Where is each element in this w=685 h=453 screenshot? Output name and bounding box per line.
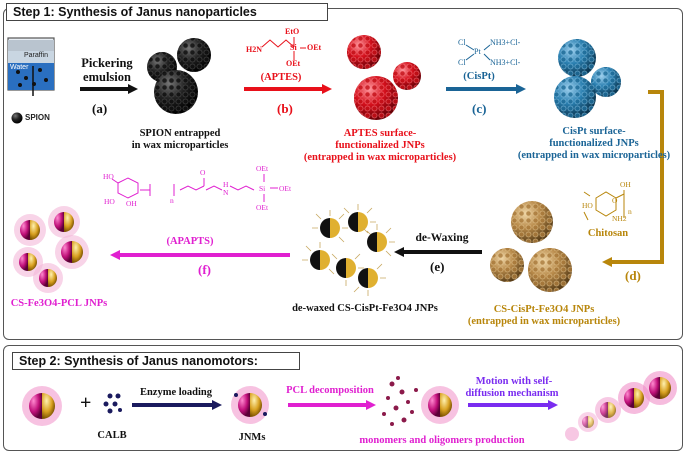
apapts-n-sub: n xyxy=(170,196,174,205)
step1-panel xyxy=(3,8,683,340)
spion-wax-particles xyxy=(147,38,211,114)
arrow-e xyxy=(394,247,482,257)
caption-aptes-2: functionalized JNPs xyxy=(335,140,425,151)
caption-pcl: CS-Fe3O4-PCL JNPs xyxy=(10,298,108,309)
step2-jnm xyxy=(231,386,269,424)
arrow-c xyxy=(446,84,526,94)
caption-dewaxed: de-waxed CS-CisPt-Fe3O4 JNPs xyxy=(292,303,438,314)
chitosan-oh1: OH xyxy=(620,180,631,189)
spion-label: SPION xyxy=(25,113,50,122)
apapts-oet3: OEt xyxy=(256,203,269,212)
arrow-d xyxy=(602,90,664,267)
arrow-motion xyxy=(468,400,558,410)
cispt-cl1: Cl xyxy=(458,38,466,47)
chitosan-n: n xyxy=(628,207,632,216)
cispt-cl2: Cl xyxy=(458,58,466,67)
aptes-h2n: H2N xyxy=(246,45,262,54)
spion-dot xyxy=(11,112,23,124)
chitosan-o: O xyxy=(612,196,618,205)
jnms-label: JNMs xyxy=(238,432,266,443)
cispt-nh3-2: NH3+Cl- xyxy=(490,58,521,67)
cispt-label: (CisPt) xyxy=(463,71,495,82)
step-b-label: (b) xyxy=(277,101,293,116)
chitosan-structure xyxy=(583,190,625,221)
cs-cispt-particles xyxy=(490,201,572,292)
step2-jnp-start xyxy=(22,386,62,426)
caption-spion-wax-2: in wax microparticles xyxy=(131,140,229,151)
aptes-eto: EtO xyxy=(285,27,300,36)
apapts-oh: OH xyxy=(126,199,137,208)
step-a-label: (a) xyxy=(92,101,108,116)
monomers-label: monomers and oligomers production xyxy=(359,435,525,446)
step2-title: Step 2: Synthesis of Janus nanomotors: xyxy=(12,352,300,370)
beaker xyxy=(7,37,55,124)
caption-cs-cispt-1: CS-CisPt-Fe3O4 JNPs xyxy=(493,304,595,315)
cispt-particles xyxy=(554,39,621,118)
arrow-enzyme xyxy=(132,400,222,410)
apapts-n: N xyxy=(223,188,229,197)
step-c-label: (c) xyxy=(472,101,487,116)
caption-cispt-3: (entrapped in wax microparticles) xyxy=(517,150,671,161)
aptes-si: Si xyxy=(290,43,297,52)
cispt-pt: Pt xyxy=(474,47,481,56)
motion-trail xyxy=(565,371,677,441)
caption-aptes-3: (entrapped in wax microparticles) xyxy=(303,152,457,163)
cispt-structure xyxy=(465,44,491,61)
caption-cs-cispt-2: (entrapped in wax microparticles) xyxy=(467,316,621,327)
monomer-dots xyxy=(382,376,418,426)
arrow-b xyxy=(244,84,332,94)
step1-title: Step 1: Synthesis of Janus nanoparticles xyxy=(6,3,328,21)
aptes-particles xyxy=(347,35,421,120)
caption-cispt-1: CisPt surface- xyxy=(562,126,626,137)
pcl-decomposition-label: PCL decomposition xyxy=(286,385,374,396)
aptes-label: (APTES) xyxy=(260,72,302,83)
arrow-pcl xyxy=(288,400,376,410)
calb-dots xyxy=(103,393,122,414)
beaker-water-label: Water xyxy=(10,64,29,71)
motion-label-1: Motion with self- xyxy=(475,376,553,387)
chitosan-ho: HO xyxy=(582,201,593,210)
apapts-ho2: HO xyxy=(104,197,115,206)
chitosan-nh2: NH2 xyxy=(612,214,627,223)
step2-panel xyxy=(3,345,683,451)
motion-label-2: diffusion mechanism xyxy=(465,388,559,399)
chitosan-label: Chitosan xyxy=(587,228,629,239)
apapts-si: Si xyxy=(259,184,266,193)
caption-cispt-2: functionalized JNPs xyxy=(549,138,639,149)
pcl-jnps xyxy=(13,206,89,293)
apapts-h: H xyxy=(223,180,229,189)
dewaxed-jnps xyxy=(302,204,395,296)
step-d-label: (d) xyxy=(625,268,641,283)
pickering-label-1: Pickering xyxy=(81,56,133,70)
apapts-oet1: OEt xyxy=(256,164,269,173)
arrow-f xyxy=(110,250,290,260)
aptes-structure xyxy=(261,37,306,60)
arrow-a xyxy=(80,84,138,94)
apapts-oet2: OEt xyxy=(279,184,292,193)
plus-sign: + xyxy=(80,392,92,414)
apapts-ho1: HO xyxy=(103,172,114,181)
beaker-paraffin-label: Paraffin xyxy=(24,52,48,59)
step2-jnm-2 xyxy=(421,386,459,424)
pickering-label-2: emulsion xyxy=(83,70,131,84)
step-f-label: (f) xyxy=(198,262,211,277)
apapts-o: O xyxy=(200,168,206,177)
aptes-oet2: OEt xyxy=(286,59,301,68)
step-e-label: (e) xyxy=(430,259,445,274)
cispt-nh3-1: NH3+Cl- xyxy=(490,38,521,47)
calb-label: CALB xyxy=(97,430,127,441)
enzyme-loading-label: Enzyme loading xyxy=(139,387,213,398)
apapts-label: (APAPTS) xyxy=(166,236,214,247)
caption-aptes-1: APTES surface- xyxy=(343,128,417,139)
caption-spion-wax-1: SPION entrapped xyxy=(139,128,221,139)
dewaxing-label: de-Waxing xyxy=(415,232,469,244)
aptes-oet1: OEt xyxy=(307,43,322,52)
apapts-structure xyxy=(111,174,278,202)
